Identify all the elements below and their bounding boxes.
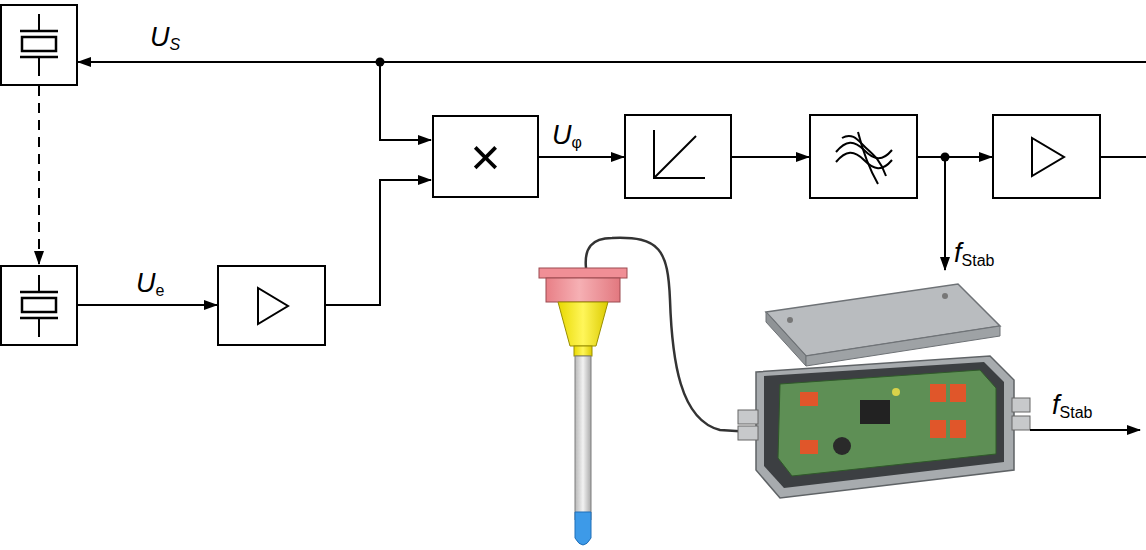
operator-symbol: × (470, 131, 500, 183)
signal-name: Ue (136, 268, 164, 306)
amplifier-box (218, 266, 325, 345)
output-arrow (1030, 429, 1140, 431)
junction-dot (941, 153, 950, 162)
phase-shifter-box (625, 115, 731, 198)
piezo-receiver-box (1, 266, 77, 345)
signal-wires (77, 62, 1146, 305)
filter-box (810, 115, 917, 198)
amplifier-box (993, 115, 1100, 198)
junction-dot (376, 58, 385, 67)
signal-name: Uφ (552, 120, 582, 158)
piezo-transmitter-box (1, 5, 77, 85)
multiplier-box: × (432, 115, 539, 198)
signal-name: US (150, 22, 180, 60)
signal-name: fStab (1052, 390, 1092, 428)
mechanical-coupling (38, 86, 40, 264)
signal-name: fStab (954, 238, 994, 276)
vibrating-rod-sensor (539, 238, 752, 545)
electronics-housing (738, 284, 1030, 498)
